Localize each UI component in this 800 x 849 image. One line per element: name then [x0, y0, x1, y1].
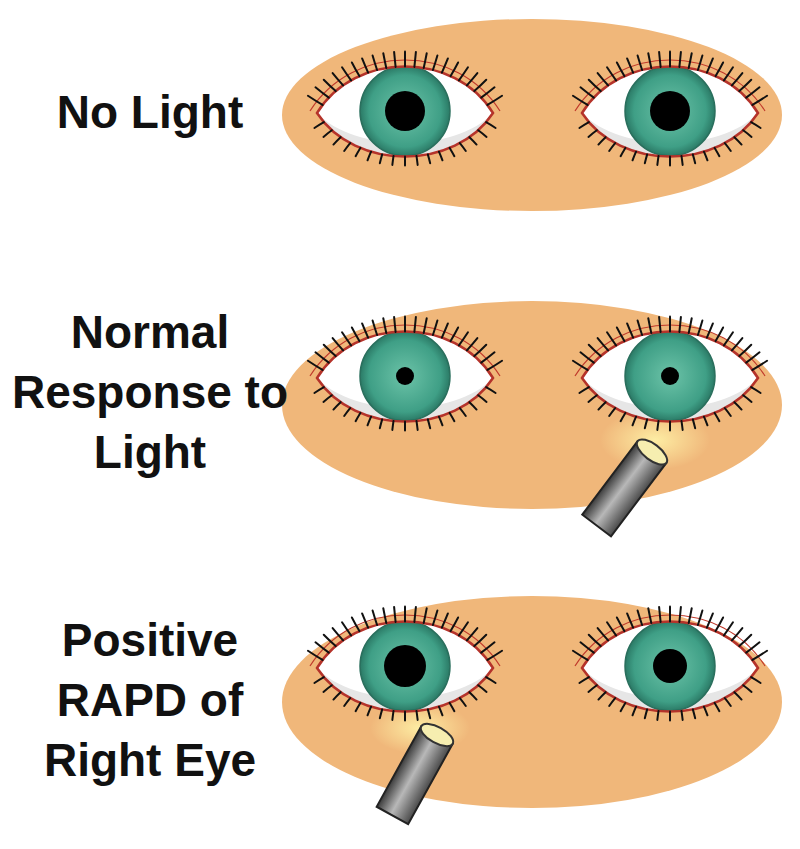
row-label: Normal Response to Light — [10, 302, 290, 482]
row-label: No Light — [10, 82, 290, 142]
row-label: Positive RAPD of Right Eye — [10, 610, 290, 790]
